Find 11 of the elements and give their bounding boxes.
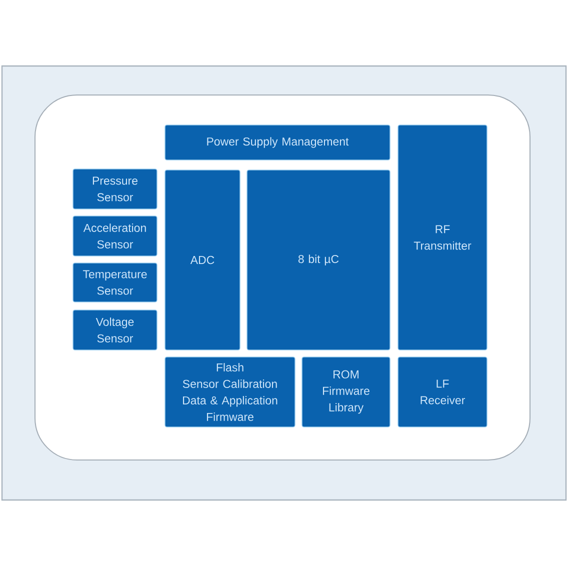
sensor-block: Voltage Sensor xyxy=(72,310,158,350)
function-block: 8 bit µC xyxy=(246,170,390,350)
function-block: Power Supply Management xyxy=(164,124,390,160)
function-block: ADC xyxy=(164,170,240,350)
function-block: LF Receiver xyxy=(398,356,488,428)
sensor-block: Pressure Sensor xyxy=(72,168,158,210)
function-block: RF Transmitter xyxy=(398,124,488,350)
memory-block: ROM Firmware Library xyxy=(302,356,390,428)
sensor-block: Temperature Sensor xyxy=(72,262,158,302)
memory-block: Flash Sensor Calibration Data & Application Firmware xyxy=(164,356,296,428)
sensor-block: Acceleration Sensor xyxy=(72,216,158,256)
